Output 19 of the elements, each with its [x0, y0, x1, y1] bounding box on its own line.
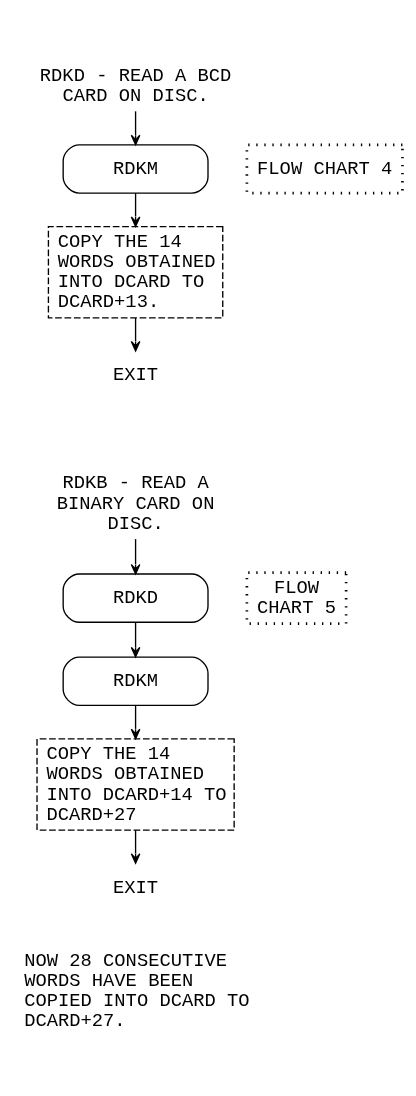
arrow: [130, 621, 141, 657]
node-box: RDKM: [62, 655, 209, 706]
node-text: EXIT: [113, 363, 159, 386]
arrow: [130, 192, 141, 227]
node-box: COPY THE 14 WORDS OBTAINED INTO DCARD+14 TO DCARD+27: [36, 737, 235, 831]
node-text: RDKD - READ A BCD CARD ON DISC.: [39, 64, 232, 107]
arrow: [130, 316, 141, 352]
node-box: COPY THE 14 WORDS OBTAINED INTO DCARD TO DCARD+13.: [47, 225, 224, 318]
node-text: RDKB - READ A BINARY CARD ON DISC.: [56, 471, 215, 535]
arrow: [130, 704, 141, 739]
node-box: RDKM: [62, 143, 209, 194]
node-box: RDKD: [62, 572, 209, 623]
arrow: [130, 110, 141, 145]
arrow: [130, 537, 141, 575]
label: FLOW CHART 4: [257, 157, 393, 180]
label: FLOW CHART 5: [257, 576, 336, 619]
node-text: EXIT: [113, 876, 159, 899]
arrow: [130, 829, 141, 864]
label: NOW 28 CONSECUTIVE WORDS HAVE BEEN COPIED INTO DCARD TO DCARD+27.: [24, 949, 250, 1032]
